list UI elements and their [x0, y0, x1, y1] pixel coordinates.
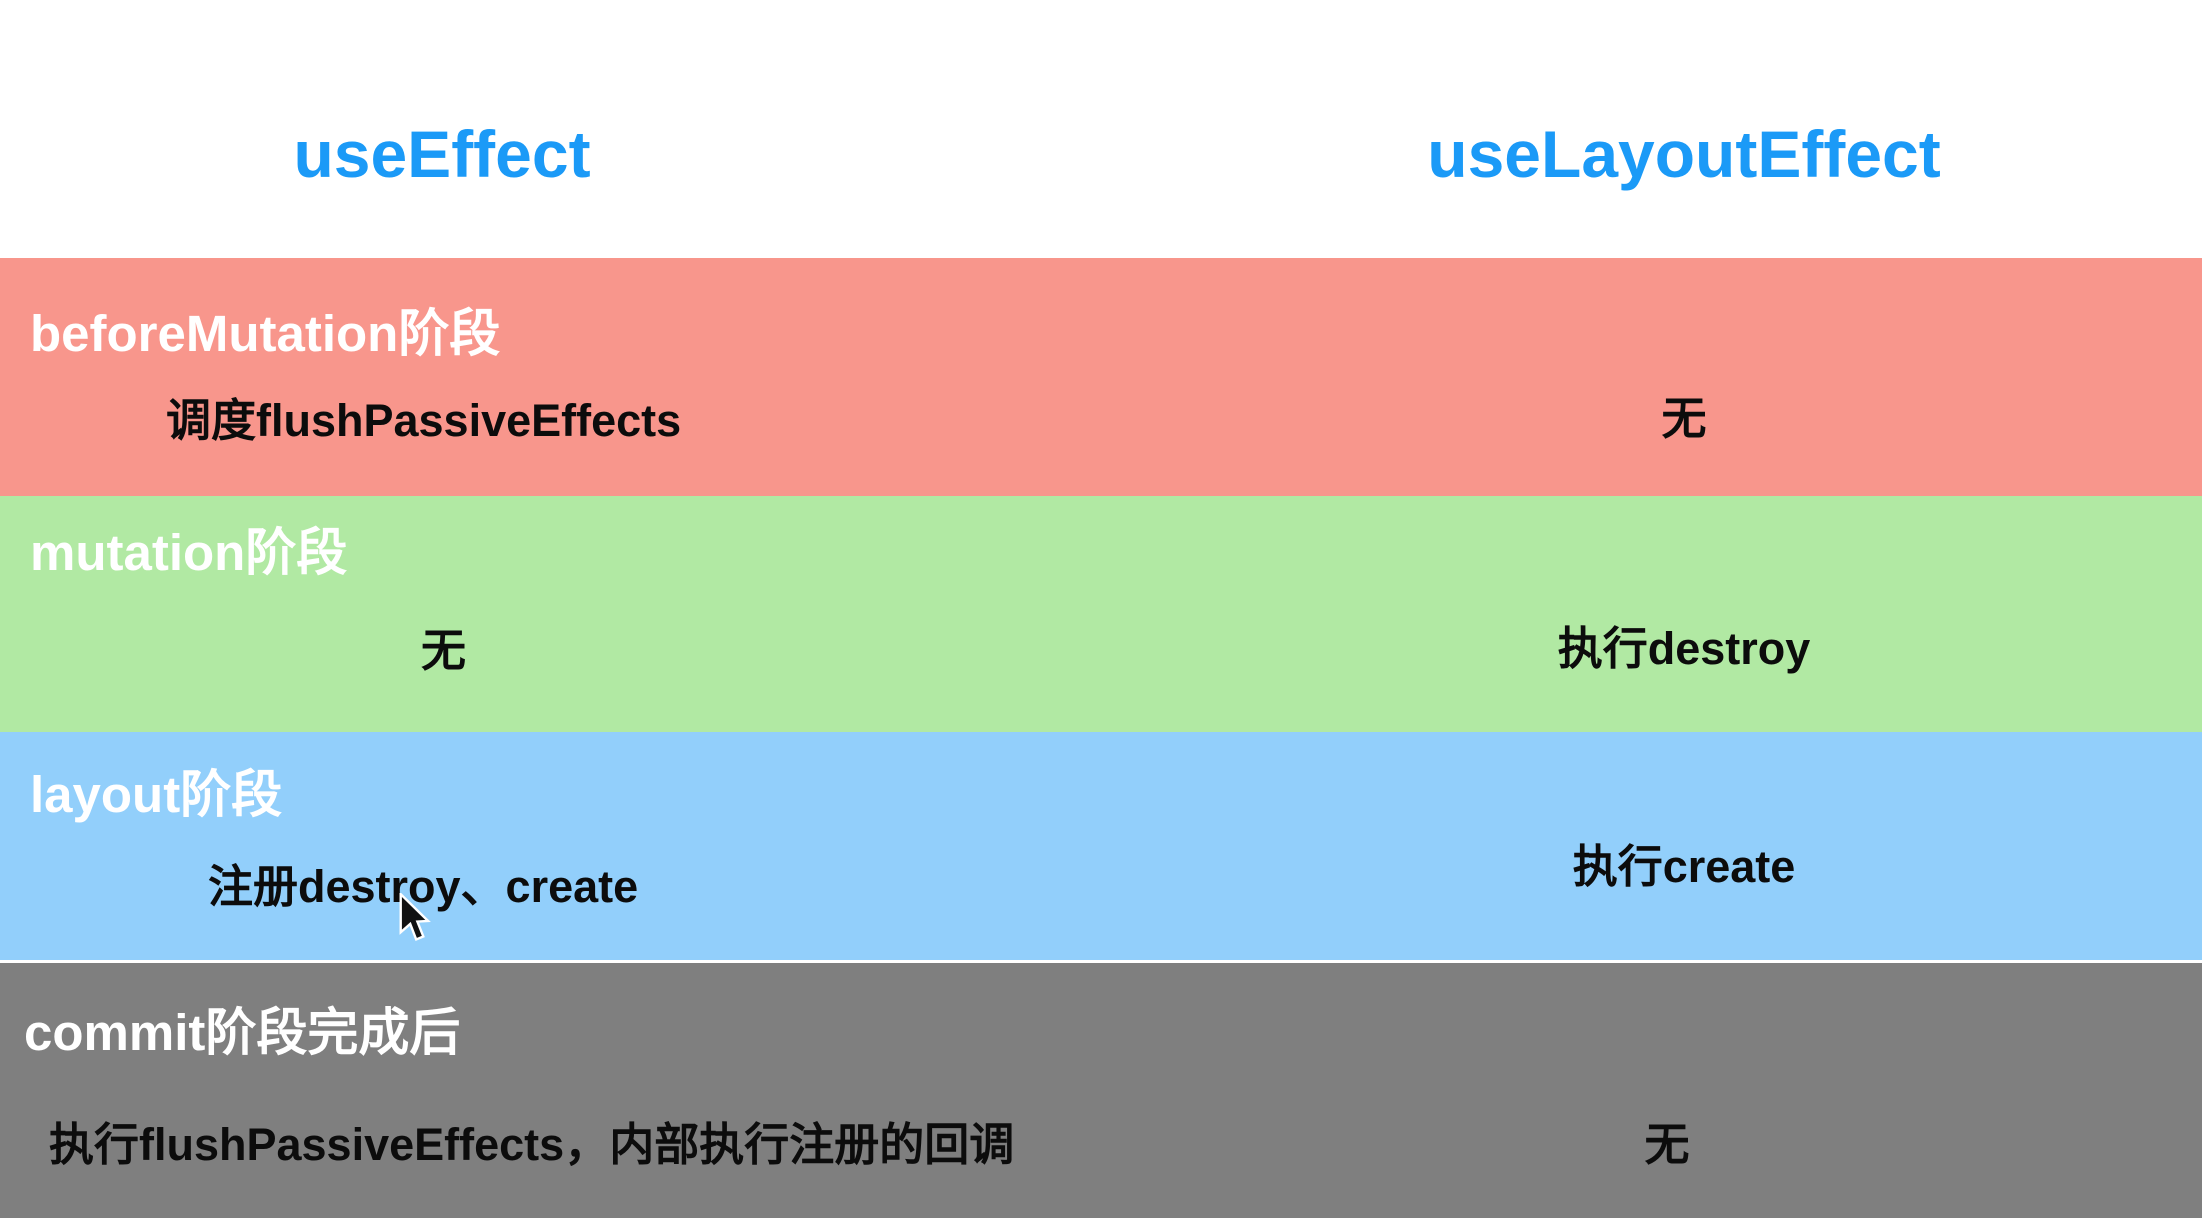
row-layout-phase: layout阶段 注册destroy、create 执行create [0, 732, 2202, 960]
column-header-uselayouteffect: useLayoutEffect [1427, 117, 1941, 191]
row-title: beforeMutation阶段 [30, 305, 501, 362]
useeffect-cell: 调度flushPassiveEffects [166, 395, 682, 446]
uselayouteffect-cell: 执行destroy [1557, 623, 1811, 674]
useeffect-cell: 执行flushPassiveEffects，内部执行注册的回调 [49, 1119, 1015, 1170]
column-header-useeffect: useEffect [293, 117, 591, 191]
row-title: layout阶段 [30, 766, 283, 823]
uselayouteffect-cell: 无 [1661, 393, 1707, 444]
row-mutation-phase: mutation阶段 无 执行destroy [0, 496, 2202, 732]
row-title: mutation阶段 [30, 524, 348, 581]
uselayouteffect-cell: 无 [1644, 1119, 1690, 1170]
useeffect-cell: 无 [421, 625, 467, 676]
row-before-mutation-phase: beforeMutation阶段 调度flushPassiveEffects 无 [0, 258, 2202, 496]
row-commit-done-phase: commit阶段完成后 执行flushPassiveEffects，内部执行注册… [0, 963, 2202, 1218]
uselayouteffect-cell: 执行create [1572, 841, 1796, 892]
row-title: commit阶段完成后 [24, 1004, 461, 1061]
useeffect-cell: 注册destroy、create [208, 861, 639, 912]
